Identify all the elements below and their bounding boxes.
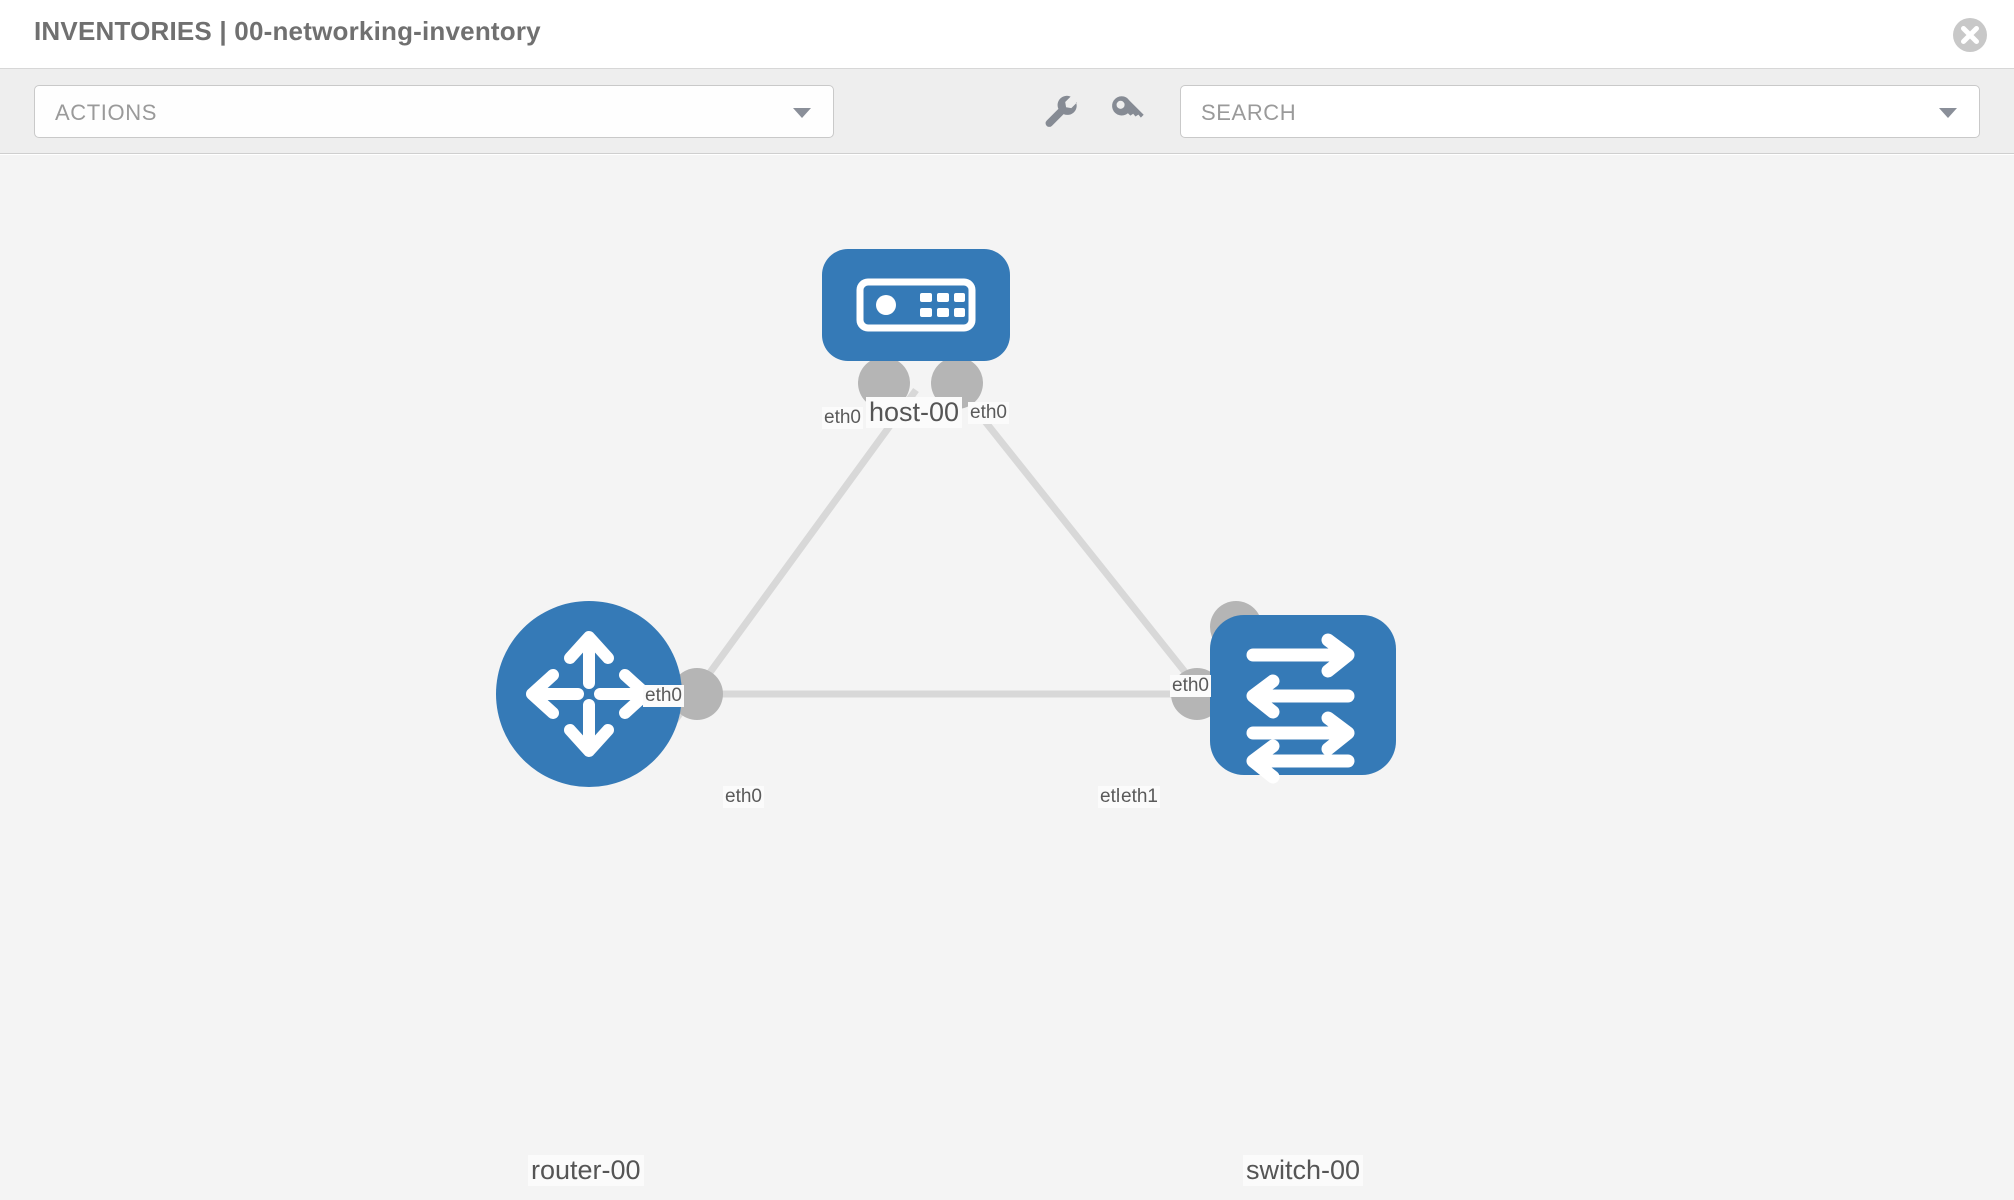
node-host-00	[822, 249, 1010, 361]
topology-canvas[interactable]: host-00 router-00 switch-00 eth0 eth0 et…	[0, 155, 2014, 1200]
page-header: INVENTORIES | 00-networking-inventory	[0, 0, 2014, 69]
interface-label: eth0	[822, 407, 863, 429]
search-placeholder: SEARCH	[1201, 100, 1297, 125]
node-router-00	[496, 601, 682, 787]
connector-endpoint	[858, 357, 910, 409]
toolbar: ACTIONS SEARCH	[0, 69, 2014, 154]
connector-endpoint	[671, 668, 723, 720]
close-icon[interactable]	[1951, 16, 1989, 54]
node-label-host-00: host-00	[866, 397, 963, 428]
interface-label: eth0	[723, 786, 764, 808]
node-switch-00	[1210, 615, 1396, 784]
chevron-down-icon	[793, 107, 811, 118]
topology-graph	[496, 249, 1396, 787]
node-label-switch-00: switch-00	[1243, 1155, 1364, 1186]
interface-label: eth0	[1170, 675, 1211, 697]
interface-label: eth0	[643, 685, 684, 707]
actions-dropdown[interactable]: ACTIONS	[34, 85, 834, 138]
interface-label: eth0	[968, 402, 1009, 424]
connector-endpoint	[931, 357, 983, 409]
actions-dropdown-label: ACTIONS	[55, 100, 157, 125]
wrench-icon[interactable]	[1040, 91, 1082, 133]
chevron-down-icon	[1939, 107, 1957, 118]
key-icon[interactable]	[1105, 91, 1147, 133]
interface-label: eth1	[1119, 786, 1160, 808]
node-label-router-00: router-00	[528, 1155, 644, 1186]
page-title: INVENTORIES | 00-networking-inventory	[34, 16, 541, 46]
search-input[interactable]: SEARCH	[1180, 85, 1980, 138]
